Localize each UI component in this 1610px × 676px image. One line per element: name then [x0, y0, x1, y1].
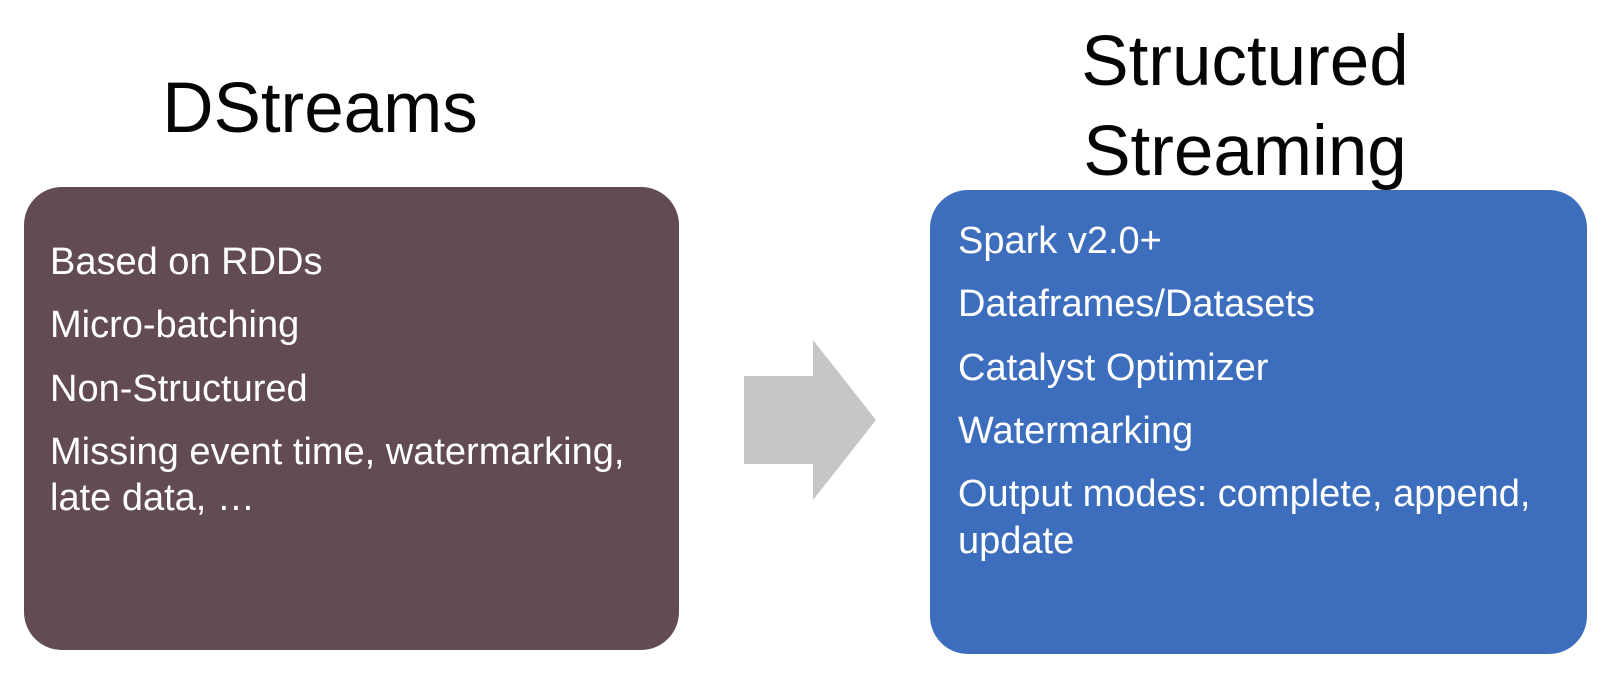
structured-item-version: Spark v2.0+	[958, 220, 1162, 262]
right-arrow-icon	[744, 340, 876, 500]
dstreams-item-micro-batching: Micro-batching	[50, 304, 300, 347]
dstreams-title: DStreams	[162, 69, 478, 148]
structured-item-output-modes: Output modes: complete, append, update	[958, 473, 1531, 562]
structured-streaming-panel: Spark v2.0+ Dataframes/Datasets Catalyst…	[930, 190, 1587, 654]
structured-streaming-title: Structured Streaming	[1081, 22, 1409, 191]
structured-item-watermarking: Watermarking	[958, 410, 1194, 453]
dstreams-item-missing-features: Missing event time, watermarking, late d…	[50, 431, 625, 520]
structured-item-catalyst: Catalyst Optimizer	[958, 346, 1269, 389]
structured-item-dataframes: Dataframes/Datasets	[958, 283, 1315, 326]
arrow-shape	[744, 340, 876, 500]
dstreams-item-rdd: Based on RDDs	[50, 241, 323, 283]
dstreams-item-non-structured: Non-Structured	[50, 367, 308, 410]
dstreams-panel: Based on RDDs Micro-batching Non-Structu…	[24, 187, 679, 650]
